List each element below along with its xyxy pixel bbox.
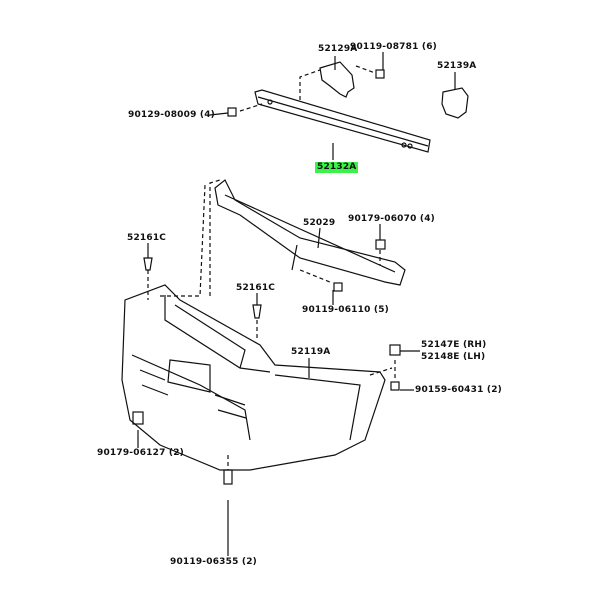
part-label-52119A[interactable]: 52119A <box>291 347 331 357</box>
bumper-cover-drawing <box>121 284 386 471</box>
part-label-52148E[interactable]: 52148E (LH) <box>421 352 486 362</box>
part-label-52147E[interactable]: 52147E (RH) <box>421 340 487 350</box>
part-label-90119-08781[interactable]: 90119-08781 (6) <box>350 42 437 52</box>
part-label-90129-08009[interactable]: 90129-08009 (4) <box>128 110 215 120</box>
part-label-90179-06070[interactable]: 90179-06070 (4) <box>348 214 435 224</box>
part-label-90119-06110[interactable]: 90119-06110 (5) <box>302 305 389 315</box>
assembly-lines <box>147 65 396 470</box>
part-label-90179-06127[interactable]: 90179-06127 (2) <box>97 448 184 458</box>
part-label-52129A[interactable]: 52129A <box>318 44 358 54</box>
part-label-52161C-left[interactable]: 52161C <box>127 233 167 243</box>
part-label-52139A[interactable]: 52139A <box>437 61 477 71</box>
part-label-90119-06355[interactable]: 90119-06355 (2) <box>170 557 257 567</box>
retainer-drawing <box>214 179 406 286</box>
fasteners <box>132 69 401 485</box>
leader-lines <box>137 52 456 556</box>
reinforcement-bar-drawing <box>254 89 431 153</box>
part-label-52132A-highlighted[interactable]: 52132A <box>315 162 359 173</box>
part-label-52029[interactable]: 52029 <box>303 218 336 228</box>
part-label-90159-60431[interactable]: 90159-60431 (2) <box>415 385 502 395</box>
bracket-drawing <box>319 61 355 98</box>
part-label-52161C-mid[interactable]: 52161C <box>236 283 276 293</box>
bracket-right-drawing <box>441 87 469 119</box>
